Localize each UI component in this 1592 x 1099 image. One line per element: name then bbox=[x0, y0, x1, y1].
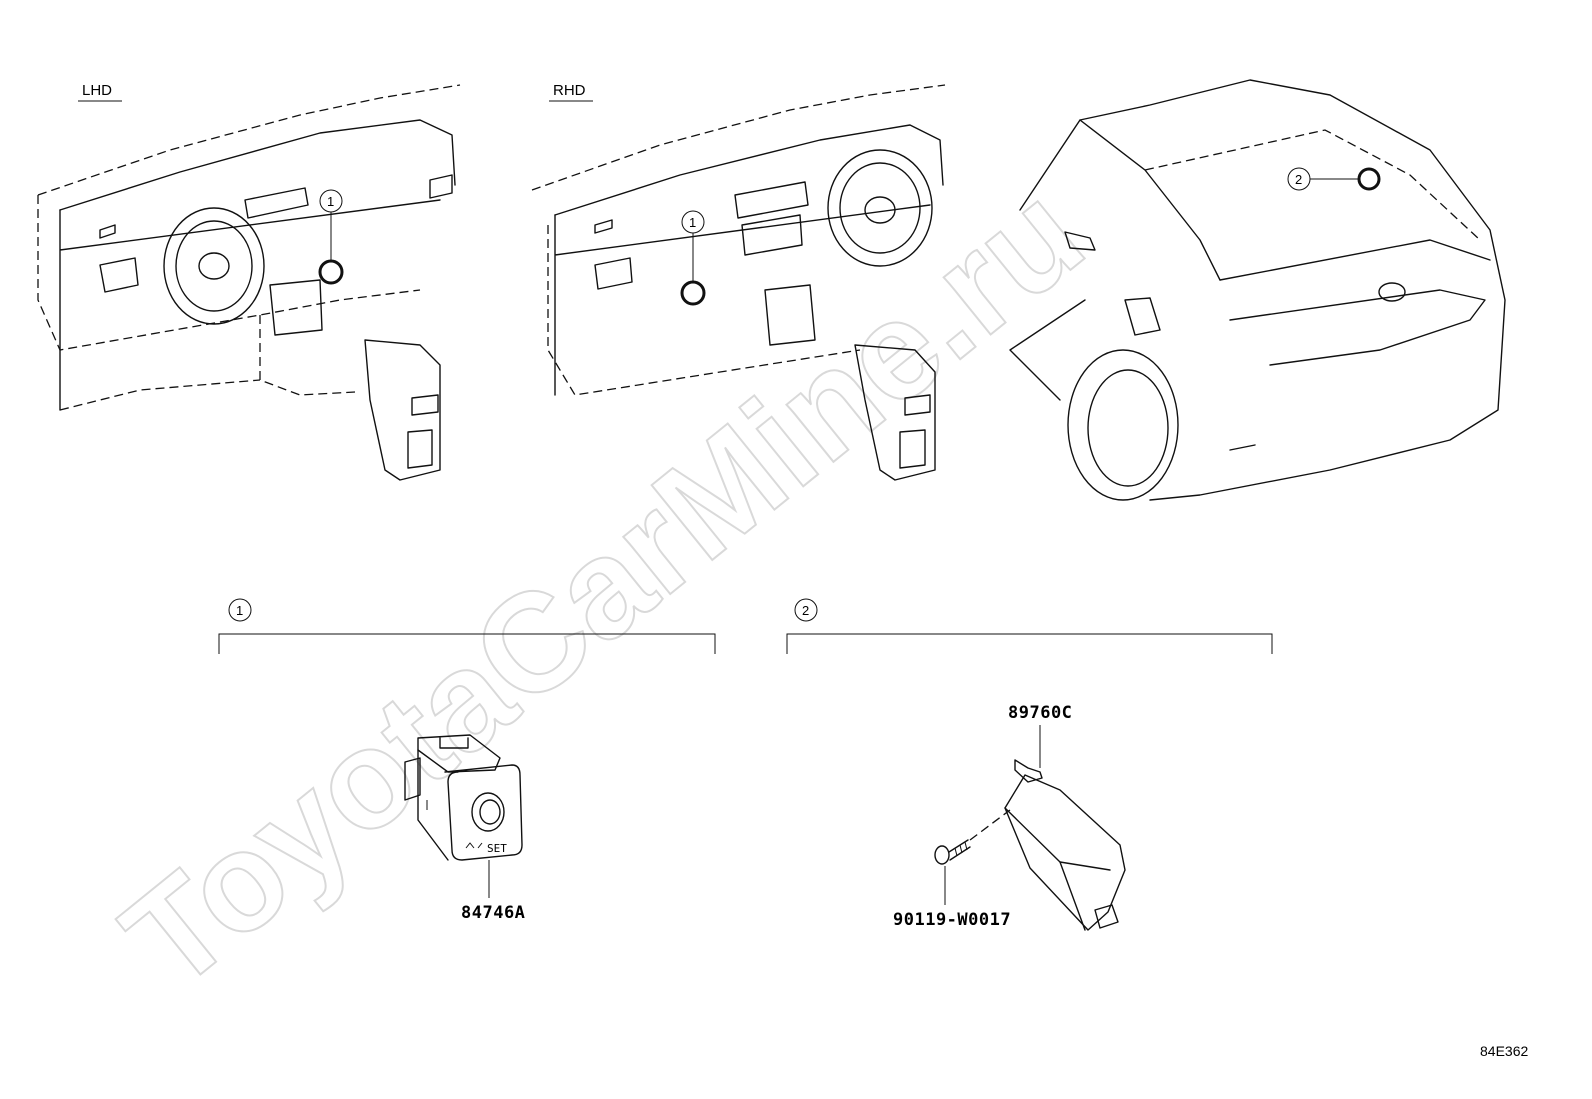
group-1-bracket bbox=[218, 633, 716, 654]
group-2-bracket bbox=[786, 633, 1273, 654]
watermark: ToyotaCarMine.ru bbox=[95, 154, 1111, 1018]
rear-wheel bbox=[1067, 349, 1179, 501]
rear-car-illustration: 2 bbox=[1009, 79, 1506, 501]
lhd-dashboard-illustration: LHD 1 bbox=[37, 82, 461, 481]
rear-module-location bbox=[1357, 167, 1381, 191]
rear-callout-number: 2 bbox=[1295, 172, 1302, 187]
lhd-label: LHD bbox=[82, 82, 112, 99]
group-2-number: 2 bbox=[802, 603, 809, 618]
lhd-callout-number: 1 bbox=[327, 194, 334, 209]
rhd-steering-wheel bbox=[827, 149, 933, 267]
diagram-code: 84E362 bbox=[1480, 1043, 1528, 1059]
group-1-number: 1 bbox=[236, 603, 243, 618]
part-number-84746a: 84746A bbox=[461, 903, 525, 923]
cruise-switch-part: SET bbox=[404, 734, 523, 861]
rhd-callout-number: 1 bbox=[689, 215, 696, 230]
lhd-switch-location bbox=[318, 259, 344, 285]
control-module-part bbox=[1004, 759, 1126, 931]
part-number-90119-w0017: 90119-W0017 bbox=[893, 910, 1011, 930]
lhd-steering-wheel bbox=[163, 207, 265, 325]
group-1-section: 1 SET 84746A bbox=[218, 598, 716, 923]
rhd-dashboard-illustration: RHD 1 bbox=[531, 82, 946, 481]
screw-part bbox=[934, 839, 971, 865]
part-number-89760c: 89760C bbox=[1008, 703, 1072, 723]
rhd-switch-location bbox=[680, 280, 706, 306]
rhd-label: RHD bbox=[553, 82, 586, 99]
switch-set-marking: SET bbox=[487, 842, 507, 855]
group-2-section: 2 89760C 90119-W0017 bbox=[786, 598, 1273, 931]
